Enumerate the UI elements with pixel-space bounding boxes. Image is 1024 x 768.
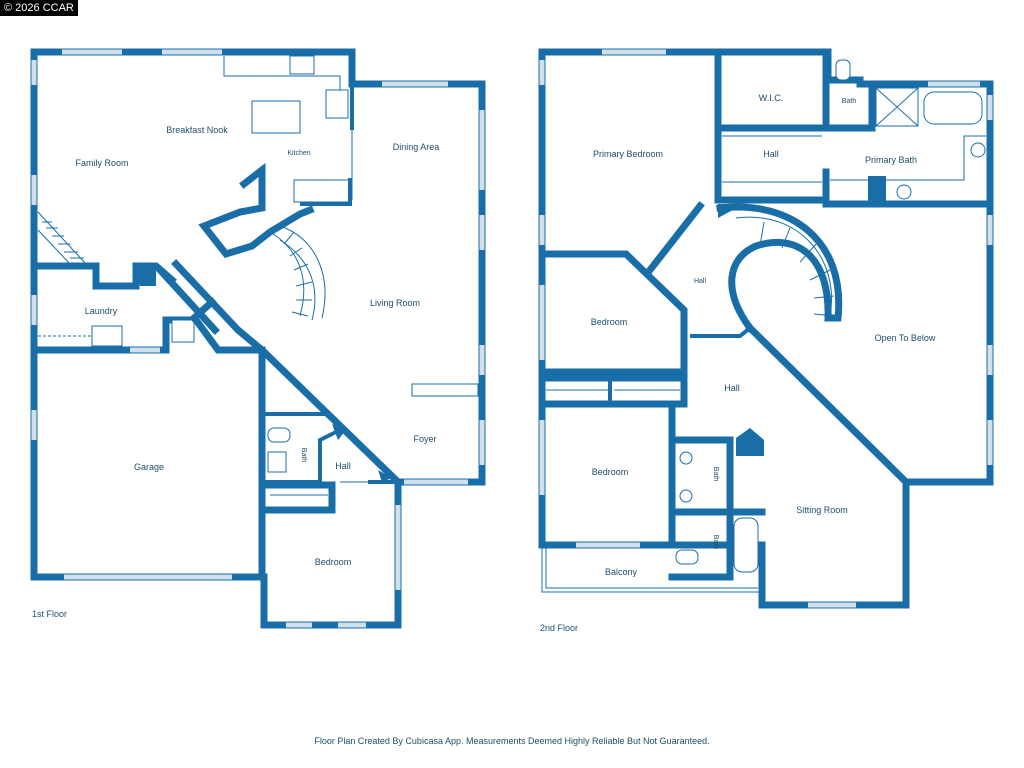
room-bath-b: Bath (712, 535, 719, 550)
room-wic: W.I.C. (759, 93, 784, 103)
second-floor-label: 2nd Floor (540, 623, 578, 633)
room-primary-bedroom: Primary Bedroom (593, 149, 663, 159)
room-bath-wic: Bath (842, 98, 857, 105)
room-hall-mid: Hall (724, 383, 740, 393)
room-hall-stair: Hall (694, 278, 707, 285)
room-bedroom-1st: Bedroom (315, 557, 352, 567)
room-bedroom-upper: Bedroom (591, 317, 628, 327)
room-bedroom-lower: Bedroom (592, 467, 629, 477)
room-kitchen: Kitchen (287, 150, 310, 157)
room-primary-bath: Primary Bath (865, 155, 917, 165)
first-floor-plan (30, 48, 486, 629)
room-foyer: Foyer (413, 434, 436, 444)
room-laundry: Laundry (85, 306, 118, 316)
footer-disclaimer: Floor Plan Created By Cubicasa App. Meas… (314, 736, 710, 746)
room-living-room: Living Room (370, 298, 420, 308)
room-garage: Garage (134, 462, 164, 472)
room-balcony: Balcony (605, 567, 638, 577)
first-floor-label: 1st Floor (32, 609, 67, 619)
second-floor-plan (538, 48, 994, 609)
room-sitting-room: Sitting Room (796, 505, 848, 515)
room-dining-area: Dining Area (393, 142, 440, 152)
copyright-badge: © 2026 CCAR (0, 0, 78, 16)
room-open-to-below: Open To Below (875, 333, 936, 343)
room-family-room: Family Room (75, 158, 128, 168)
room-breakfast-nook: Breakfast Nook (166, 125, 228, 135)
room-hall-1st: Hall (335, 461, 351, 471)
room-bath-a: Bath (712, 467, 719, 482)
room-bath-1st: Bath (300, 448, 307, 463)
room-hall-top: Hall (763, 149, 779, 159)
